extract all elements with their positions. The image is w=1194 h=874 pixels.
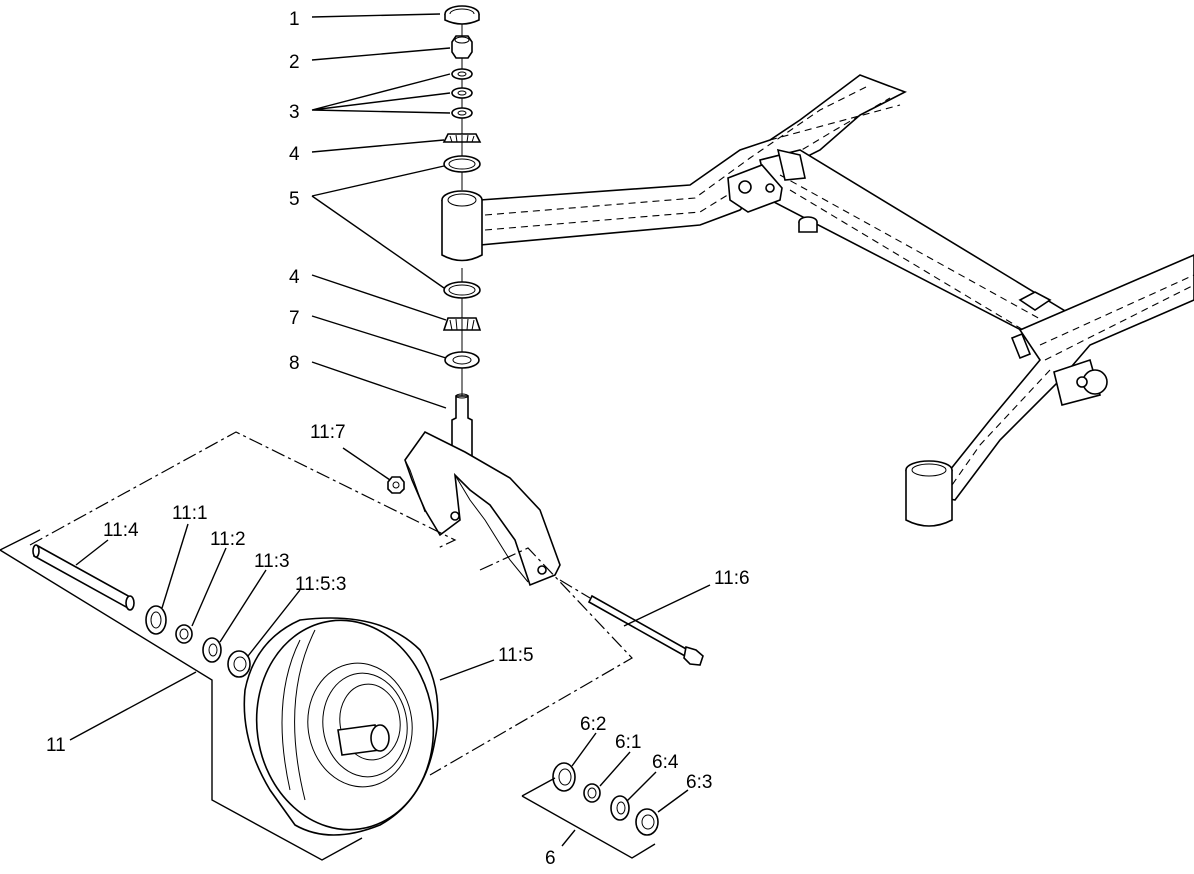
callout-6-4: 6:4 <box>652 752 679 773</box>
hex-nut <box>451 35 473 59</box>
group-6-bracket <box>521 777 656 859</box>
callout-6-3: 6:3 <box>686 772 712 793</box>
callout-11: 11 <box>46 735 66 756</box>
spindle-housing <box>441 190 483 262</box>
lock-nut <box>387 476 405 494</box>
axle <box>32 544 135 611</box>
callout-5: 5 <box>289 189 300 210</box>
bearing-11-3 <box>202 637 222 663</box>
bearing-6-2 <box>552 762 576 792</box>
callout-11-3: 11:3 <box>254 551 290 572</box>
callout-8: 8 <box>289 353 300 374</box>
upper-bearing-cup <box>443 155 481 173</box>
leader-lines <box>69 13 711 847</box>
bearing-11-1 <box>145 605 167 635</box>
seal-11-5-3 <box>227 650 251 678</box>
lower-bearing-cup <box>443 281 481 299</box>
caster-fork <box>404 393 561 587</box>
bearing-6-4 <box>610 795 630 821</box>
dust-cap <box>444 5 480 25</box>
seal-6-3 <box>635 808 659 836</box>
upper-bearing <box>442 133 482 143</box>
spacer-6-1 <box>583 783 601 803</box>
callout-3: 3 <box>289 102 300 123</box>
group-11-bracket <box>0 529 363 861</box>
callout-11-7: 11:7 <box>310 422 346 443</box>
callout-1: 1 <box>289 9 300 30</box>
callout-4-upper: 4 <box>289 144 300 165</box>
spacer-11-2 <box>175 624 193 644</box>
assembly-outline <box>29 431 633 776</box>
callout-11-2: 11:2 <box>210 529 246 550</box>
callout-7: 7 <box>289 308 300 329</box>
callout-6-1: 6:1 <box>615 732 641 753</box>
seal <box>444 351 480 369</box>
callout-11-5-3: 11:5:3 <box>295 574 346 595</box>
mower-frame <box>479 74 1194 527</box>
wheel-tire <box>243 617 439 836</box>
lower-bearing <box>442 317 482 331</box>
callout-2: 2 <box>289 52 300 73</box>
callout-6-2: 6:2 <box>580 714 606 735</box>
callout-11-1: 11:1 <box>172 503 208 524</box>
axle-bolt <box>587 594 704 666</box>
callout-11-6: 11:6 <box>714 568 750 589</box>
callout-4-lower: 4 <box>289 267 300 288</box>
callout-6: 6 <box>545 848 556 869</box>
callout-11-5: 11:5 <box>498 645 534 666</box>
callout-11-4: 11:4 <box>103 520 139 541</box>
washers <box>451 68 473 119</box>
